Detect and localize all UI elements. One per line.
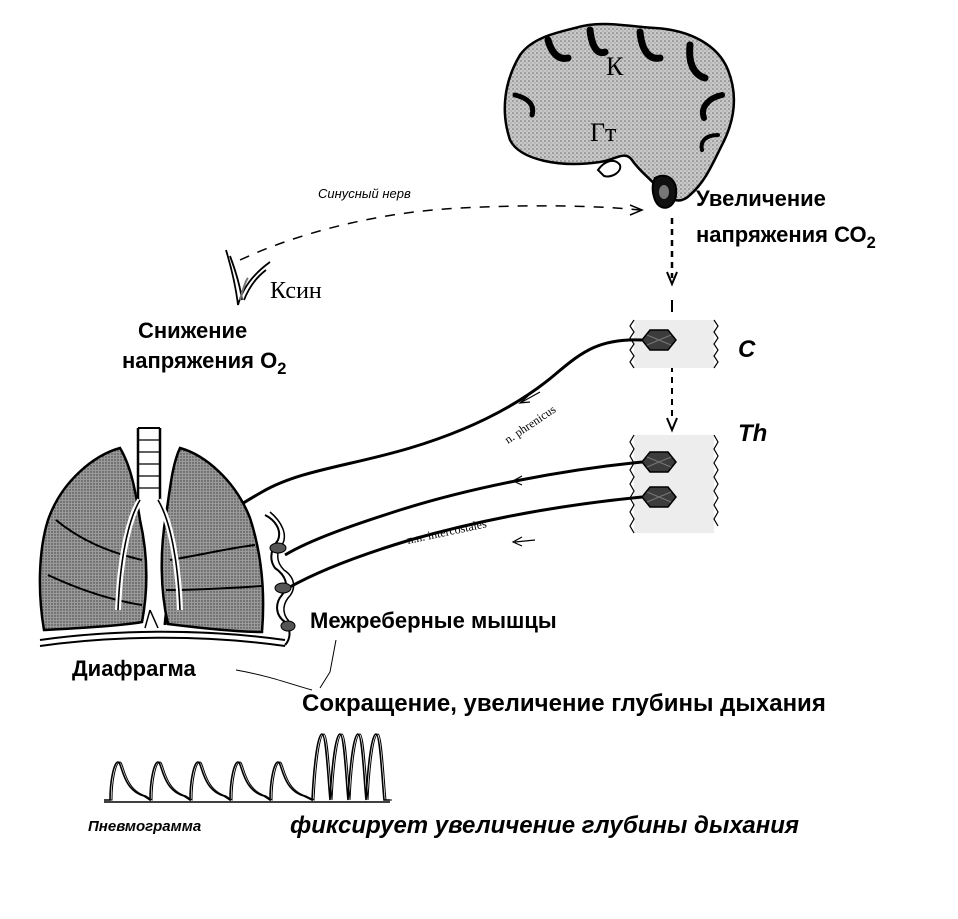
intercostal-nerve-label: n.n. intercostales	[406, 516, 488, 547]
o2-stimulus-line2: напряжения О2	[122, 348, 287, 378]
thoracic-segment	[629, 434, 719, 534]
o2-stimulus-line1: Снижение	[138, 318, 248, 343]
cervical-segment-label: C	[738, 336, 756, 363]
cervical-segment	[629, 319, 719, 369]
muscles-leader	[319, 639, 337, 689]
sinus-nerve-arrow	[629, 204, 644, 216]
lungs-illustration	[38, 427, 286, 647]
co2-subscript: 2	[866, 233, 876, 252]
carotid-receptor-label: Ксин	[270, 278, 322, 304]
pneumogram-label: Пневмограмма	[88, 818, 202, 835]
intercostal-nerve-2	[287, 495, 643, 590]
intercostal-nerve-1	[284, 460, 643, 557]
o2-subscript: 2	[277, 359, 287, 378]
co2-stimulus-line1: Увеличение	[696, 186, 826, 211]
conduction-arrows	[511, 391, 541, 547]
co2-stimulus-line2: напряжения СО2	[696, 222, 876, 252]
diaphragm-leader	[235, 669, 313, 691]
pneumogram-trace	[104, 733, 392, 803]
intercostal-muscles-label: Межреберные мышцы	[310, 608, 557, 633]
pneumogram-waveform-shadow	[106, 733, 392, 801]
pneumogram-caption: фиксирует увеличение глубины дыхания	[290, 812, 800, 839]
brain-illustration	[503, 22, 736, 209]
diaphragm-label: Диафрагма	[72, 656, 196, 681]
phrenic-nerve-label: n. phrenicus	[502, 402, 559, 447]
sinus-nerve-path	[239, 205, 641, 261]
sinus-nerve-label: Синусный нерв	[318, 186, 411, 201]
response-label: Сокращение, увеличение глубины дыхания	[302, 690, 826, 717]
thoracic-segment-label: Th	[738, 420, 768, 447]
intercostal-muscles-illustration	[264, 511, 296, 646]
hypothalamus-label: Гт	[590, 118, 617, 147]
carotid-sinus-receptor	[225, 249, 271, 306]
cortex-label: К	[606, 52, 624, 81]
